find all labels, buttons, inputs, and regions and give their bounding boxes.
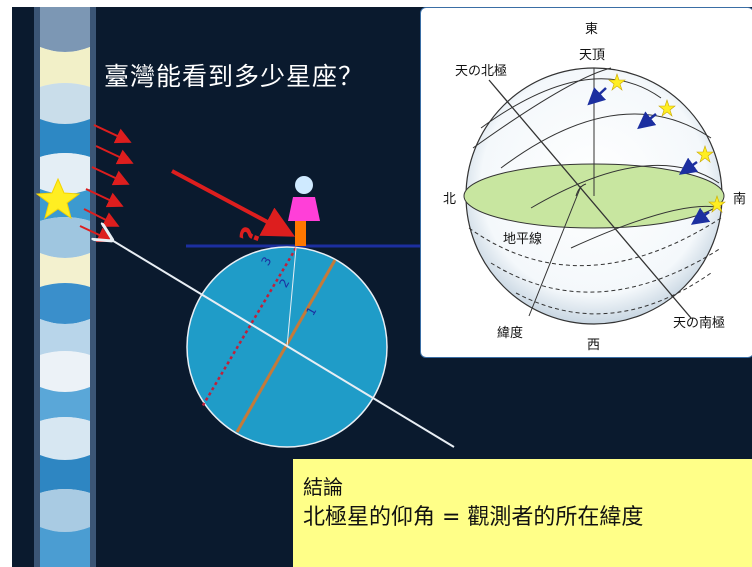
question-mark: ? xyxy=(234,223,267,247)
observer-figure xyxy=(288,176,320,246)
label-west: 西 xyxy=(587,338,601,353)
conclusion-text: 北極星的仰角 = 觀測者的所在緯度 xyxy=(303,505,644,530)
sightline-ray xyxy=(171,169,296,237)
label-horizon: 地平線 xyxy=(503,232,543,247)
latitude-radius xyxy=(286,247,297,348)
label-south-celestial-pole: 天の南極 xyxy=(673,316,726,331)
slide-title: 臺灣能看到多少星座？ xyxy=(104,62,365,91)
label-north-celestial-pole: 天の北極 xyxy=(455,64,508,79)
slide-canvas: 臺灣能看到多少星座？ xyxy=(12,7,752,567)
earth-diagram: 3 2 1 ? xyxy=(35,124,455,448)
sphere-stars xyxy=(587,73,726,225)
label-latitude: 緯度 xyxy=(497,326,524,341)
label-north: 北 xyxy=(443,192,457,207)
axis-direction-arrow xyxy=(110,239,455,448)
celestial-sphere-panel: 東 天頂 天の北極 北 南 地平線 緯度 西 天の南極 xyxy=(420,7,752,358)
label-east: 東 xyxy=(585,22,599,37)
conclusion-heading: 結論 xyxy=(303,475,343,499)
celestial-sphere-diagram xyxy=(463,67,726,325)
equator-line xyxy=(200,247,298,408)
starlight-rays xyxy=(79,124,134,243)
label-south: 南 xyxy=(733,192,747,207)
conclusion-box: 結論 北極星的仰角 = 觀測者的所在緯度 xyxy=(293,459,752,567)
polaris-star xyxy=(35,177,81,220)
label-zenith: 天頂 xyxy=(579,48,606,63)
